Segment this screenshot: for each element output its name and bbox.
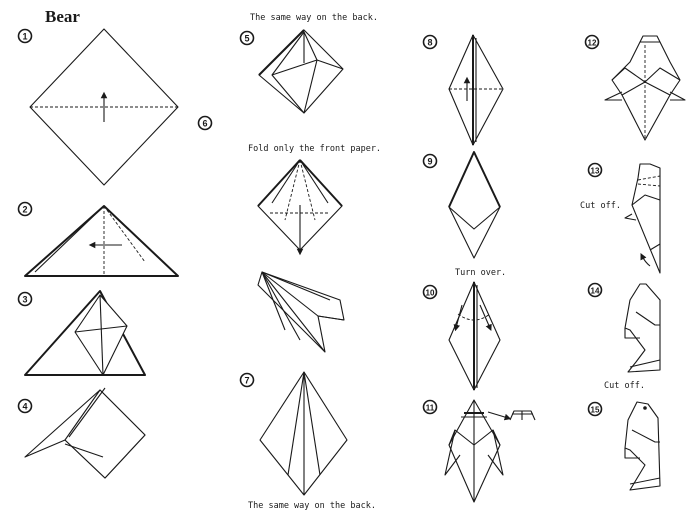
svg-text:12: 12: [588, 39, 597, 48]
svg-text:6: 6: [202, 119, 207, 129]
caption-step-5: The same way on the back.: [250, 13, 378, 23]
caption-step-13: Cut off.: [580, 201, 621, 211]
step-9-number: 9: [422, 153, 438, 169]
caption-step-14: Cut off.: [604, 381, 645, 391]
step-10-number: 10: [422, 284, 438, 300]
step-12-number: 12: [584, 34, 600, 50]
step-8-drawing: [448, 34, 504, 146]
step-9-drawing: [448, 151, 501, 259]
svg-text:4: 4: [22, 402, 27, 412]
step-2-drawing: [24, 205, 179, 277]
svg-text:5: 5: [244, 34, 249, 44]
svg-text:14: 14: [591, 287, 600, 296]
svg-text:13: 13: [591, 167, 600, 176]
step-15-drawing: [624, 401, 661, 491]
step-1-drawing: [29, 28, 179, 186]
step-4-drawing: [24, 387, 146, 479]
step-7-number: 7: [239, 372, 255, 388]
step-12-drawing: [604, 35, 686, 141]
svg-text:11: 11: [426, 404, 435, 413]
caption-step-6: Fold only the front paper.: [248, 144, 381, 154]
step-1-number: 1: [17, 28, 33, 44]
svg-text:2: 2: [22, 205, 27, 215]
caption-step-9: Turn over.: [455, 268, 506, 278]
svg-text:8: 8: [427, 38, 432, 48]
step-11-number: 11: [422, 399, 438, 415]
step-4-number: 4: [17, 398, 33, 414]
step-6-drawing: [257, 159, 343, 256]
step-15-number: 15: [587, 401, 603, 417]
svg-text:9: 9: [427, 157, 432, 167]
svg-text:3: 3: [22, 295, 27, 305]
step-3-number: 3: [17, 291, 33, 307]
svg-text:7: 7: [244, 376, 249, 386]
step-13-drawing: [624, 163, 661, 274]
step-5-number: 5: [239, 30, 255, 46]
step-10-drawing: [448, 281, 501, 391]
step-14-number: 14: [587, 282, 603, 298]
caption-step-7: The same way on the back.: [248, 501, 376, 511]
step-2-number: 2: [17, 201, 33, 217]
step-7-drawing: [259, 371, 348, 496]
diagram-title: Bear: [45, 7, 80, 26]
svg-text:15: 15: [591, 406, 600, 415]
step-13-number: 13: [587, 162, 603, 178]
step-5-drawing: [258, 29, 344, 114]
step-8-number: 8: [422, 34, 438, 50]
svg-text:1: 1: [22, 32, 27, 42]
step-6-number: 6: [197, 115, 213, 131]
step-14-drawing: [624, 283, 661, 373]
svg-text:10: 10: [426, 289, 435, 298]
step-3-drawing: [24, 290, 146, 376]
intermediate-fold-drawing: [257, 271, 345, 353]
step-11-drawing: [444, 399, 536, 503]
